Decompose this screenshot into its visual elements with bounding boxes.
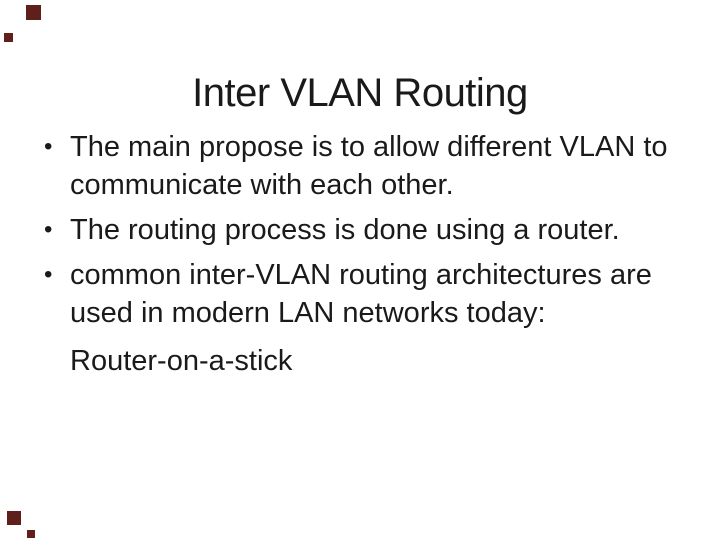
corner-square-bottom-left-small (27, 530, 35, 538)
slide-title: Inter VLAN Routing (192, 70, 528, 115)
corner-square-bottom-left-large (7, 511, 21, 525)
continuation-line: Router-on-a-stick (70, 345, 293, 377)
bullet-item: • common inter-VLAN routing architecture… (44, 256, 692, 332)
corner-square-top-left-large (26, 5, 41, 20)
bullet-marker: • (44, 133, 53, 160)
bullet-item: • The main propose is to allow different… (44, 128, 692, 204)
bullet-item: • The routing process is done using a ro… (44, 211, 692, 249)
bullet-text: The main propose is to allow different V… (70, 128, 692, 204)
slide-body: • The main propose is to allow different… (44, 128, 692, 380)
bullet-text: common inter-VLAN routing architectures … (70, 256, 692, 332)
bullet-line: communicate with each other. (70, 169, 454, 201)
bullet-marker: • (44, 216, 53, 243)
bullet-line: used in modern LAN networks today: (70, 297, 546, 329)
bullet-line: The main propose is to allow different V… (70, 131, 668, 163)
bullet-line: common inter-VLAN routing architectures … (70, 259, 652, 291)
corner-square-top-left-small (4, 33, 13, 42)
bullet-list: • The main propose is to allow different… (44, 128, 692, 332)
bullet-line: The routing process is done using a rout… (70, 214, 620, 246)
bullet-text: The routing process is done using a rout… (70, 211, 692, 249)
bullet-marker: • (44, 261, 53, 288)
